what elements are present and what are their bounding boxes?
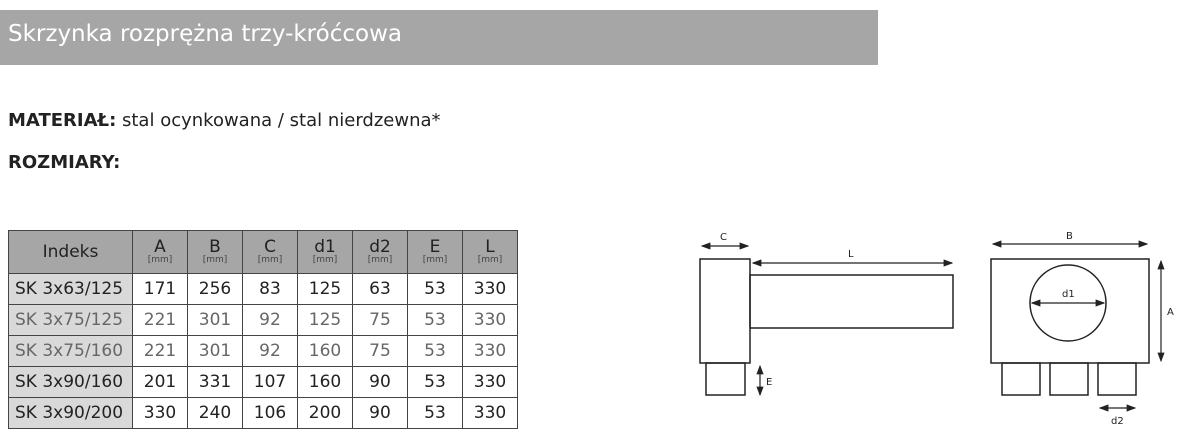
cell-value: 330	[462, 335, 518, 367]
cell-value: 53	[407, 397, 463, 429]
sizes-table: Indeks A[mm] B[mm] C[mm] d1[mm] d2[mm] E…	[8, 230, 518, 429]
header-d2: d2[mm]	[352, 230, 408, 274]
cell-value: 63	[352, 273, 408, 305]
sizes-label: ROZMIARY:	[8, 152, 121, 173]
cell-indeks: SK 3x75/160	[8, 335, 133, 367]
side-stub	[705, 362, 746, 396]
cell-value: 160	[297, 366, 353, 398]
cell-value: 331	[187, 366, 243, 398]
d1-label: d1	[1062, 289, 1075, 300]
cell-value: 160	[297, 335, 353, 367]
cell-value: 221	[132, 335, 188, 367]
cell-indeks: SK 3x90/160	[8, 366, 133, 398]
cell-value: 200	[297, 397, 353, 429]
sizes-heading: ROZMIARY:	[8, 152, 120, 173]
header-a: A[mm]	[132, 230, 188, 274]
cell-value: 171	[132, 273, 188, 305]
cell-value: 221	[132, 304, 188, 336]
a-label: A	[1167, 307, 1174, 318]
front-box	[990, 258, 1150, 364]
table-header: Indeks A[mm] B[mm] C[mm] d1[mm] d2[mm] E…	[8, 230, 518, 274]
cell-value: 106	[242, 397, 298, 429]
cell-value: 75	[352, 335, 408, 367]
cell-indeks: SK 3x90/200	[8, 397, 133, 429]
cell-value: 330	[462, 304, 518, 336]
header-b: B[mm]	[187, 230, 243, 274]
front-stub-1	[1001, 362, 1041, 396]
cell-value: 53	[407, 273, 463, 305]
cell-indeks: SK 3x63/125	[8, 273, 133, 305]
header-d1: d1[mm]	[297, 230, 353, 274]
cell-value: 256	[187, 273, 243, 305]
header-c: C[mm]	[242, 230, 298, 274]
cell-value: 330	[462, 366, 518, 398]
cell-value: 53	[407, 304, 463, 336]
front-circle	[1029, 264, 1107, 342]
cell-value: 125	[297, 273, 353, 305]
material-value: stal ocynkowana / stal nierdzewna*	[122, 110, 441, 131]
page-title: Skrzynka rozprężna trzy-króćcowa	[8, 21, 402, 47]
cell-value: 330	[132, 397, 188, 429]
cell-value: 92	[242, 304, 298, 336]
b-label: B	[1066, 231, 1073, 242]
side-box	[699, 258, 751, 364]
cell-value: 240	[187, 397, 243, 429]
cell-value: 201	[132, 366, 188, 398]
side-tube	[749, 274, 954, 329]
title-bar: Skrzynka rozprężna trzy-króćcowa	[0, 10, 878, 65]
front-stub-2	[1049, 362, 1089, 396]
material-label: MATERIAŁ:	[8, 110, 117, 131]
l-label: L	[848, 249, 854, 260]
header-indeks: Indeks	[8, 230, 133, 274]
header-e: E[mm]	[407, 230, 463, 274]
cell-value: 301	[187, 304, 243, 336]
cell-value: 330	[462, 397, 518, 429]
e-label: E	[766, 377, 772, 388]
c-label: C	[720, 232, 727, 243]
cell-value: 330	[462, 273, 518, 305]
cell-value: 90	[352, 397, 408, 429]
cell-value: 301	[187, 335, 243, 367]
d2-label: d2	[1111, 416, 1124, 427]
front-stub-3	[1097, 362, 1137, 396]
material-line: MATERIAŁ: stal ocynkowana / stal nierdze…	[8, 110, 441, 131]
